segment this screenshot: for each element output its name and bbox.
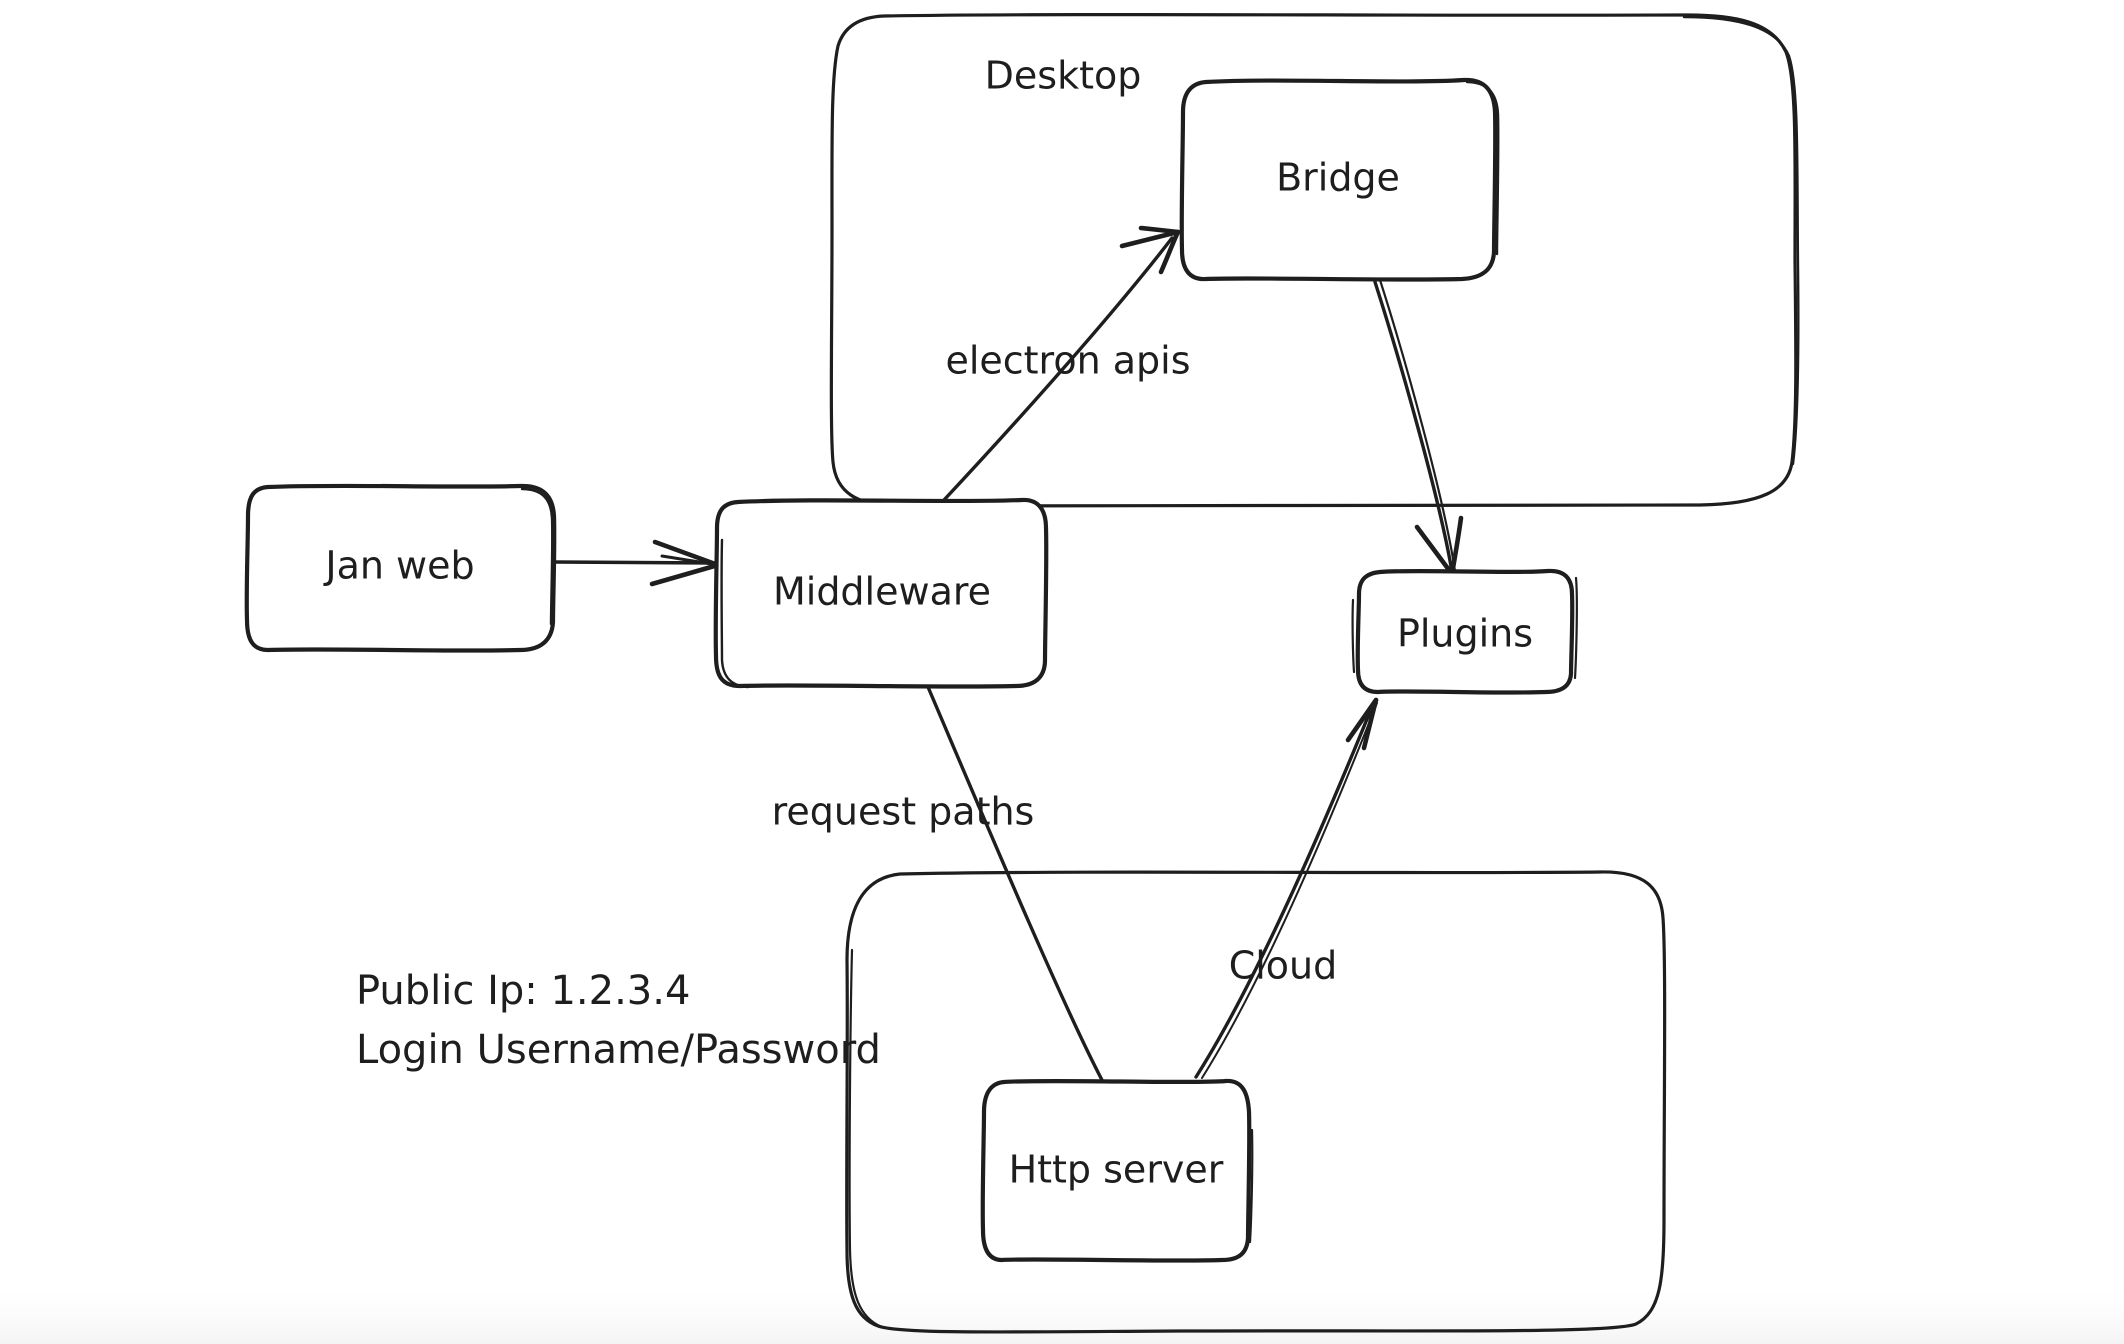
node-label-jan-web: Jan web (323, 544, 474, 588)
note-block: Public Ip: 1.2.3.4 Login Username/Passwo… (356, 968, 881, 1073)
node-http-server[interactable]: Http server (980, 1078, 1254, 1263)
edge-middleware-to-bridge[interactable]: electron apis (942, 225, 1191, 502)
edge-middleware-to-http[interactable]: request paths (772, 685, 1104, 1082)
node-label-bridge: Bridge (1276, 156, 1400, 200)
node-label-plugins: Plugins (1397, 612, 1533, 656)
edge-label-request-paths: request paths (772, 790, 1035, 834)
edge-label-electron-apis: electron apis (945, 339, 1190, 383)
node-middleware[interactable]: Middleware (713, 497, 1049, 689)
note-login-info: Login Username/Password (356, 1027, 881, 1073)
node-label-http-server: Http server (1009, 1148, 1224, 1192)
note-public-ip: Public Ip: 1.2.3.4 (356, 968, 690, 1014)
node-label-middleware: Middleware (773, 570, 991, 614)
edge-janweb-to-middleware[interactable] (552, 539, 721, 587)
edge-bridge-to-plugins[interactable] (1373, 278, 1464, 577)
node-bridge[interactable]: Bridge (1179, 77, 1500, 282)
edge-label-cloud: Cloud (1229, 944, 1338, 988)
node-jan-web[interactable]: Jan web (244, 483, 557, 653)
container-desktop[interactable]: Desktop (829, 13, 1800, 508)
edge-http-to-plugins[interactable]: Cloud (1194, 697, 1379, 1079)
container-cloud[interactable] (845, 870, 1667, 1334)
container-label-desktop: Desktop (985, 54, 1142, 98)
node-plugins[interactable]: Plugins (1351, 568, 1578, 695)
